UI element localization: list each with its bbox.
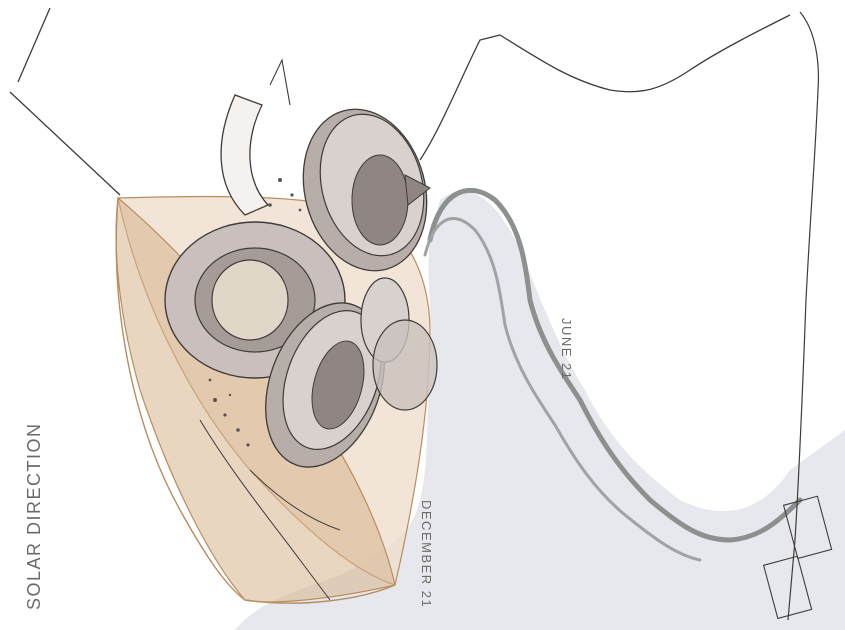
boundary-line-top xyxy=(18,8,50,82)
boundary-line-left xyxy=(10,92,120,195)
diagram-title: SOLAR DIRECTION xyxy=(24,422,44,610)
road-curve-small xyxy=(270,60,290,105)
road-edge-top xyxy=(420,15,790,160)
connector-dome xyxy=(373,320,437,410)
label-june-21: JUNE 21 xyxy=(559,318,574,381)
label-december-21: DECEMBER 21 xyxy=(419,500,434,608)
